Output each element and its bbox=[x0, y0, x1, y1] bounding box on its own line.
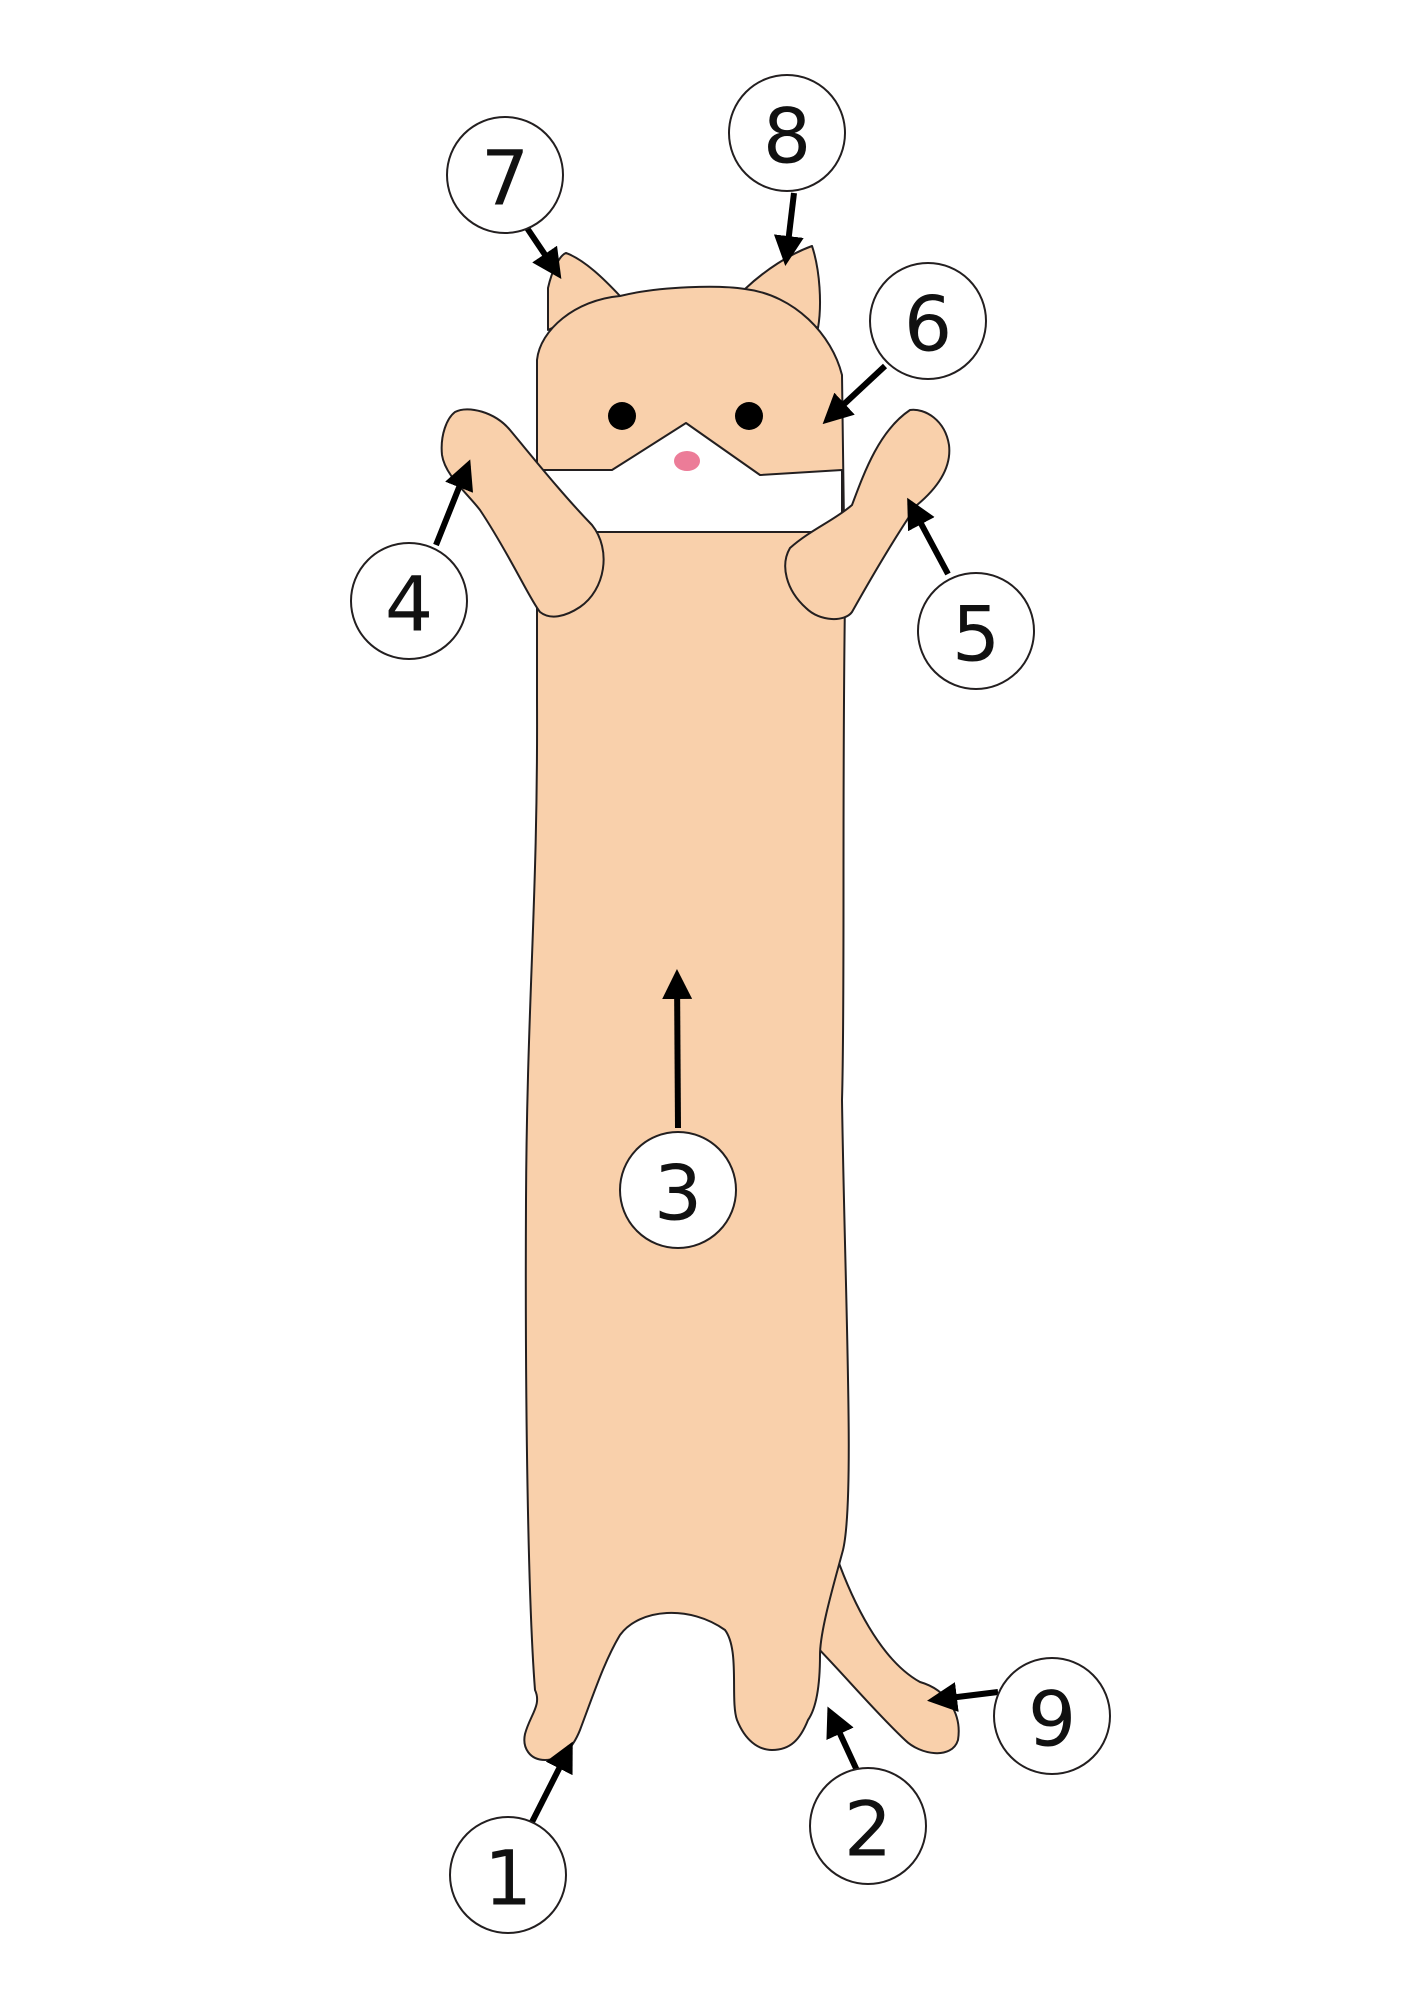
arrow-8 bbox=[773, 192, 804, 266]
arrow-3 bbox=[662, 969, 693, 1129]
arrow-5 bbox=[907, 497, 951, 576]
arrow-1 bbox=[528, 1741, 573, 1826]
arrow-2 bbox=[826, 1706, 863, 1779]
callout-4-label: 4 bbox=[385, 560, 433, 649]
callout-5: 5 bbox=[917, 572, 1035, 690]
callout-6-label: 6 bbox=[904, 280, 952, 369]
callout-2: 2 bbox=[809, 1767, 927, 1885]
arrow-7 bbox=[524, 226, 562, 279]
callout-8: 8 bbox=[728, 74, 846, 192]
arrow-6 bbox=[822, 363, 888, 425]
callout-3: 3 bbox=[619, 1131, 737, 1249]
callout-5-label: 5 bbox=[952, 590, 1000, 679]
callout-6: 6 bbox=[869, 262, 987, 380]
callout-4: 4 bbox=[350, 542, 468, 660]
callout-3-label: 3 bbox=[654, 1149, 702, 1238]
callouts: 1 2 3 4 5 6 7 8 bbox=[350, 74, 1111, 1934]
body bbox=[523, 285, 850, 1761]
callout-1-label: 1 bbox=[484, 1834, 532, 1923]
right-eye bbox=[735, 402, 763, 430]
left-eye bbox=[608, 402, 636, 430]
callout-1: 1 bbox=[449, 1816, 567, 1934]
callout-7: 7 bbox=[446, 116, 564, 234]
callout-9-label: 9 bbox=[1028, 1675, 1076, 1764]
nose bbox=[674, 451, 700, 471]
arrow-9 bbox=[927, 1682, 999, 1712]
callout-7-label: 7 bbox=[481, 134, 529, 223]
callout-8-label: 8 bbox=[763, 92, 811, 181]
callout-9: 9 bbox=[993, 1657, 1111, 1775]
callout-2-label: 2 bbox=[844, 1785, 892, 1874]
cat-plush-figure bbox=[440, 245, 960, 1761]
right-ear bbox=[744, 245, 821, 329]
arrow-4 bbox=[433, 459, 474, 547]
right-front-paw bbox=[784, 408, 951, 620]
arrows bbox=[433, 192, 999, 1826]
